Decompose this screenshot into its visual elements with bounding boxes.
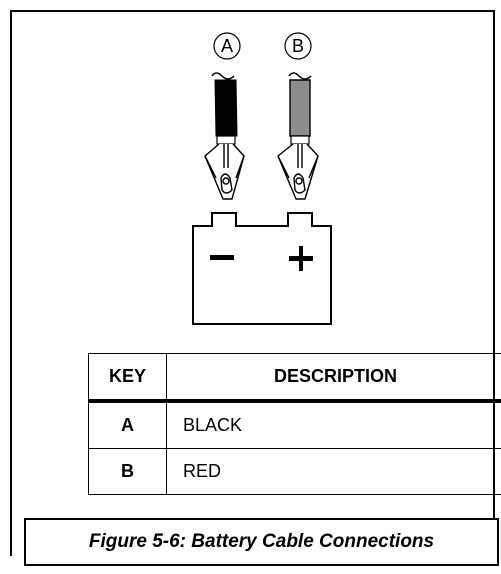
row-description: BLACK bbox=[166, 400, 501, 449]
column-header-key: KEY bbox=[88, 353, 167, 403]
callout-b-label: B bbox=[292, 36, 304, 56]
battery-symbol bbox=[192, 212, 332, 325]
column-header-description: DESCRIPTION bbox=[166, 353, 501, 403]
positive-sign-vertical bbox=[299, 246, 303, 271]
key-table: KEY DESCRIPTION A BLACK B RED bbox=[88, 353, 501, 495]
figure-frame bbox=[10, 10, 495, 556]
table-header-row: KEY DESCRIPTION bbox=[88, 353, 501, 403]
row-description: RED bbox=[166, 448, 501, 495]
cable-b bbox=[288, 72, 312, 145]
battery-terminal-labels bbox=[210, 246, 313, 271]
table-row: B RED bbox=[88, 448, 501, 495]
negative-sign bbox=[210, 255, 234, 260]
callout-a: A bbox=[213, 32, 241, 60]
callout-a-label: A bbox=[221, 36, 233, 56]
row-key: A bbox=[88, 400, 167, 449]
figure-caption: Figure 5-6: Battery Cable Connections bbox=[24, 518, 499, 566]
clip-a bbox=[204, 143, 245, 200]
clip-b bbox=[277, 143, 319, 200]
table-row: A BLACK bbox=[88, 400, 501, 449]
callout-b: B bbox=[284, 32, 312, 60]
row-key: B bbox=[88, 448, 167, 495]
cable-a bbox=[211, 72, 238, 145]
